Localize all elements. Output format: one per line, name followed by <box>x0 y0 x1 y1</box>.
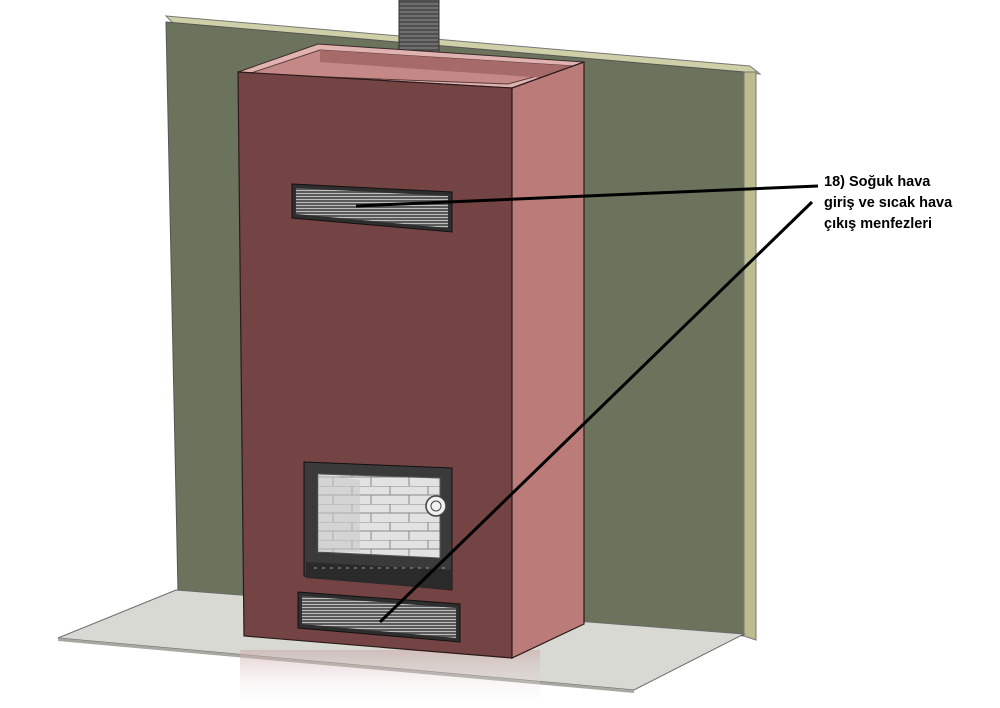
callout-line-3: çıkış menfezleri <box>824 216 932 232</box>
callout-label: 18) Soğuk hava giriş ve sıcak hava çıkış… <box>824 172 994 235</box>
wall-side-edge <box>743 71 757 641</box>
firebox-control-knob <box>425 495 447 517</box>
leader-line-lower <box>378 200 814 624</box>
hood-side <box>511 61 585 659</box>
upper-vent-grille <box>291 183 453 233</box>
leader-lines <box>355 184 819 624</box>
firebox-bottom-rail <box>306 562 452 590</box>
leader-line-upper <box>355 184 819 208</box>
lower-vent-grille <box>297 591 461 643</box>
firebox-insert <box>303 461 453 591</box>
callout-line-2: giriş ve sıcak hava <box>824 195 953 211</box>
callout-line-1: 18) Soğuk hava <box>824 174 931 190</box>
floor-reflection <box>240 650 540 708</box>
